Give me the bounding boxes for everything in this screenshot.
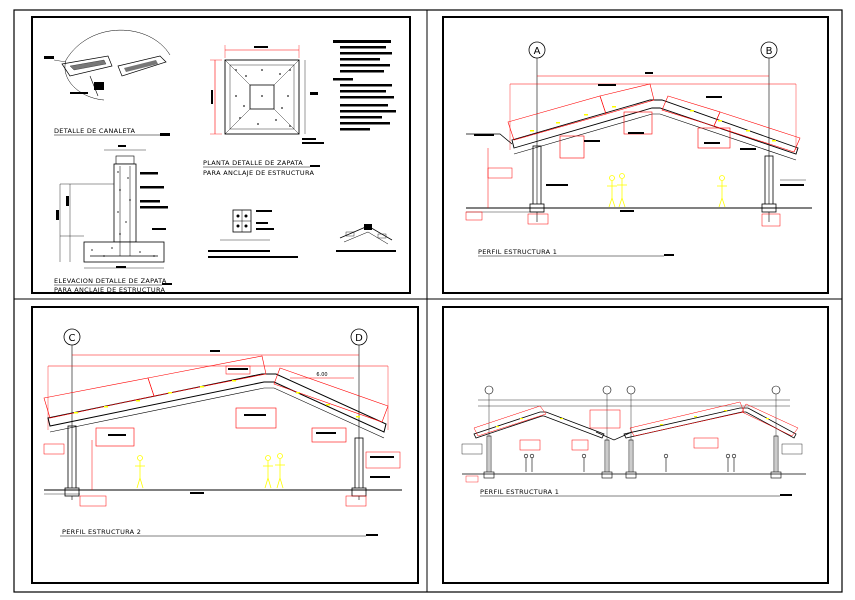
panel-structure-profile-2: C D 6.00 (31, 306, 419, 584)
roof-dimension-label: 6.00 (316, 372, 327, 378)
panel-footing-details: DETALLE DE CANALETA (31, 16, 411, 294)
ridge-connection-detail (336, 224, 396, 252)
panel-frame (442, 306, 829, 584)
footing-elevation: ELEVACION DETALLE DE ZAPATA PARA ANCLAJE… (54, 145, 172, 294)
grid-bubble-1 (484, 385, 494, 395)
footing-plan-title-2: PARA ANCLAJE DE ESTRUCTURA (203, 169, 315, 177)
anchor-plate-detail (208, 209, 298, 258)
gutter-detail: DETALLE DE CANALETA (44, 29, 171, 136)
grid-label-c: C (69, 333, 76, 344)
panel-frame (31, 16, 411, 294)
footing-plan: PLANTA DETALLE DE ZAPATA PARA ANCLAJE DE… (203, 45, 324, 177)
footing-elevation-title-1: ELEVACION DETALLE DE ZAPATA (54, 277, 167, 285)
gutter-detail-title: DETALLE DE CANALETA (54, 127, 136, 135)
notes-block (333, 40, 396, 131)
scale-figure-group-2 (717, 175, 727, 208)
grid-bubble-3 (626, 385, 636, 395)
scale-figure-group-3 (135, 453, 285, 489)
sheet-frame (13, 9, 843, 593)
panel-frame (31, 306, 419, 584)
panel-structure-profile-overall: PERFIL ESTRUCTURA 1 (442, 306, 829, 584)
footing-elevation-title-2: PARA ANCLAJE DE ESTRUCTURA (54, 286, 166, 294)
profile-1-title: PERFIL ESTRUCTURA 1 (478, 248, 557, 256)
footing-plan-title-1: PLANTA DETALLE DE ZAPATA (203, 159, 303, 167)
scale-figure-group-4 (523, 453, 737, 472)
grid-label-b: B (766, 46, 773, 57)
panel-frame (442, 16, 829, 294)
grid-label-a: A (534, 46, 541, 57)
scale-figure-group-1 (607, 173, 627, 208)
profile-overall-title: PERFIL ESTRUCTURA 1 (480, 488, 559, 496)
profile-2-title: PERFIL ESTRUCTURA 2 (62, 528, 141, 536)
grid-bubble-4 (771, 385, 781, 395)
grid-label-d: D (355, 333, 363, 344)
panel-structure-profile-1: A B (442, 16, 829, 294)
grid-bubble-2 (602, 385, 612, 395)
